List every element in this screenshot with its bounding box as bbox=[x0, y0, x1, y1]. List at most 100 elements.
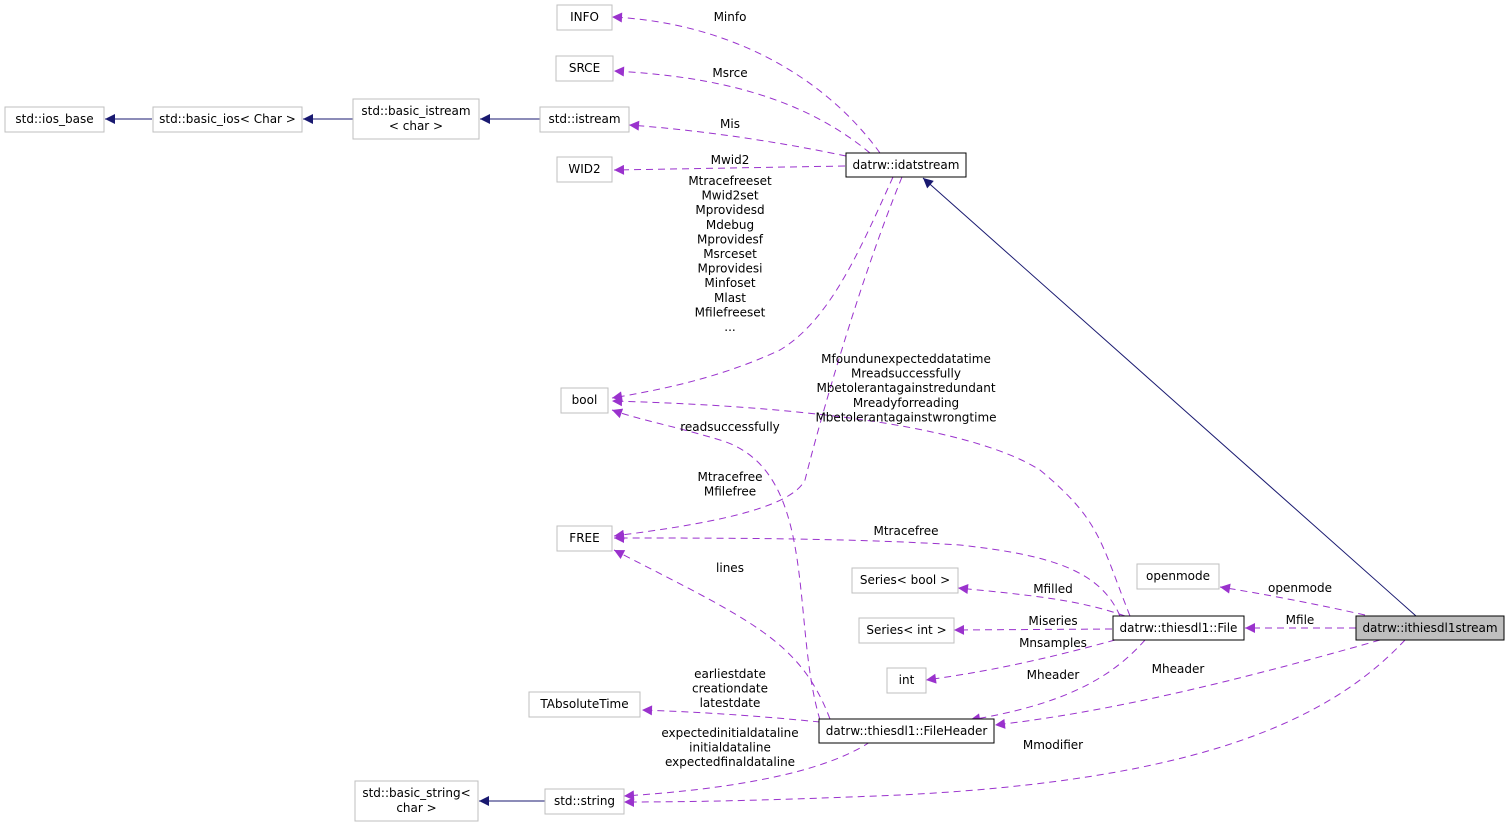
node-std-basic-ios[interactable]: std::basic_ios< Char > bbox=[152, 106, 303, 133]
label-file-bool-line: Mreadsuccessfully bbox=[851, 367, 961, 381]
label-idat-bool-line: Mlast bbox=[714, 291, 746, 305]
node-label: FREE bbox=[569, 531, 599, 545]
label-mtracefree: Mtracefree bbox=[874, 524, 939, 538]
node-std-basic-istream[interactable]: std::basic_istream < char > bbox=[352, 98, 480, 140]
edge-idat-bool bbox=[611, 176, 894, 402]
node-datrw-thiesdl1-fileheader[interactable]: datrw::thiesdl1::FileHeader bbox=[818, 718, 995, 744]
edge-mis bbox=[628, 120, 847, 157]
label-mheader-stream: Mheader bbox=[1152, 662, 1205, 676]
inheritance-edges bbox=[105, 114, 1417, 806]
label-idat-bool-line: Mprovidesd bbox=[695, 203, 764, 217]
edge-datalines bbox=[623, 741, 871, 801]
label-lines: lines bbox=[716, 561, 744, 575]
edge-idat-free bbox=[613, 176, 903, 540]
label-minfo: Minfo bbox=[714, 10, 747, 24]
label-dates-line: creationdate bbox=[692, 682, 768, 696]
node-info[interactable]: INFO bbox=[556, 4, 613, 31]
label-dates-line: earliestdate bbox=[694, 667, 766, 681]
edge-mnsamples bbox=[925, 639, 1116, 684]
node-label: Series< bool > bbox=[860, 573, 950, 587]
label-idat-bool-line: Mwid2set bbox=[701, 189, 758, 203]
label-file-bool-line: Mreadyforreading bbox=[853, 396, 959, 410]
label-datalines-line: expectedinitialdataline bbox=[661, 726, 798, 740]
node-label: datrw::thiesdl1::FileHeader bbox=[826, 724, 988, 738]
node-label-line1: std::basic_string< bbox=[362, 786, 470, 800]
node-label: datrw::idatstream bbox=[853, 158, 960, 172]
nodes: std::ios_base std::basic_ios< Char > std… bbox=[4, 4, 1505, 822]
node-datrw-idatstream[interactable]: datrw::idatstream bbox=[845, 152, 967, 178]
edge-mmodifier bbox=[623, 639, 1406, 807]
label-idat-bool-line: Minfoset bbox=[704, 276, 755, 290]
label-idat-bool-line: Mfilefreeset bbox=[695, 305, 766, 319]
node-std-ios-base[interactable]: std::ios_base bbox=[4, 106, 105, 133]
node-label: bool bbox=[572, 393, 598, 407]
label-idat-bool-line: Mtracefreeset bbox=[688, 174, 772, 188]
node-datrw-ithiesdl1stream[interactable]: datrw::ithiesdl1stream bbox=[1355, 615, 1505, 641]
node-label: TAbsoluteTime bbox=[539, 697, 628, 711]
label-datalines-line: expectedfinaldataline bbox=[665, 755, 795, 769]
node-tabsolutetime[interactable]: TAbsoluteTime bbox=[528, 691, 641, 718]
label-dates-line: latestdate bbox=[700, 696, 761, 710]
node-label: std::basic_ios< Char > bbox=[159, 112, 296, 126]
label-file-bool-line: Mbetolerantagainstwrongtime bbox=[815, 410, 996, 424]
label-readsuccessfully: readsuccessfully bbox=[680, 420, 780, 434]
node-datrw-thiesdl1-file[interactable]: datrw::thiesdl1::File bbox=[1112, 615, 1245, 641]
node-label-line2: < char > bbox=[389, 119, 443, 133]
label-idat-bool-line: ... bbox=[724, 320, 735, 334]
node-label: std::istream bbox=[548, 112, 620, 126]
label-mheader-file: Mheader bbox=[1027, 668, 1080, 682]
edge-file-bool bbox=[611, 396, 1131, 617]
label-mwid2: Mwid2 bbox=[711, 153, 750, 167]
node-std-istream[interactable]: std::istream bbox=[539, 106, 630, 133]
node-label: INFO bbox=[570, 10, 599, 24]
node-label-line2: char > bbox=[396, 801, 436, 815]
edge-mwid2 bbox=[613, 164, 846, 175]
node-label: datrw::thiesdl1::File bbox=[1120, 621, 1238, 635]
node-series-int[interactable]: Series< int > bbox=[858, 617, 955, 644]
label-idat-bool-line: Msrceset bbox=[703, 247, 757, 261]
node-free[interactable]: FREE bbox=[556, 525, 613, 552]
label-idat-free-line: Mfilefree bbox=[704, 485, 756, 499]
label-idat-bool-line: Mprovidesi bbox=[697, 262, 762, 276]
label-openmode: openmode bbox=[1268, 581, 1332, 595]
label-mnsamples: Mnsamples bbox=[1019, 636, 1087, 650]
label-idat-free-line: Mtracefree bbox=[698, 470, 763, 484]
label-miseries: Miseries bbox=[1028, 614, 1077, 628]
edge-mheader-stream bbox=[994, 639, 1381, 729]
label-idat-bool-line: Mprovidesf bbox=[697, 232, 764, 246]
node-std-basic-string[interactable]: std::basic_string< char > bbox=[354, 780, 479, 822]
label-file-bool-line: Mfoundunexpecteddatatime bbox=[821, 352, 991, 366]
edge-file-free bbox=[613, 533, 1121, 617]
label-msrce: Msrce bbox=[712, 66, 747, 80]
node-label: int bbox=[899, 673, 915, 687]
label-idat-bool-line: Mdebug bbox=[706, 218, 754, 232]
label-mfilled: Mfilled bbox=[1033, 582, 1073, 596]
edge-fileheader-free bbox=[613, 549, 831, 720]
node-openmode[interactable]: openmode bbox=[1136, 563, 1220, 590]
node-label: openmode bbox=[1146, 569, 1210, 583]
edge-miseries bbox=[953, 624, 1113, 635]
node-wid2[interactable]: WID2 bbox=[556, 156, 613, 183]
node-label: WID2 bbox=[568, 162, 600, 176]
node-srce[interactable]: SRCE bbox=[555, 55, 614, 82]
node-std-string[interactable]: std::string bbox=[544, 788, 625, 815]
node-label: Series< int > bbox=[866, 623, 946, 637]
node-series-bool[interactable]: Series< bool > bbox=[851, 567, 959, 594]
node-label: SRCE bbox=[569, 61, 600, 75]
edge-minfo bbox=[611, 12, 881, 154]
node-int[interactable]: int bbox=[886, 667, 927, 694]
edge-openmode bbox=[1219, 583, 1366, 616]
edge-fileheader-bool bbox=[611, 408, 821, 721]
member-edges bbox=[611, 12, 1406, 807]
edge-msrce bbox=[613, 66, 871, 154]
label-datalines-line: initialdataline bbox=[689, 741, 771, 755]
label-fileheader-datalines: expectedinitialdatalineinitialdatalineex… bbox=[661, 726, 798, 769]
label-mfile: Mfile bbox=[1286, 613, 1315, 627]
label-file-bool-line: Mbetolerantagainstredundant bbox=[816, 381, 995, 395]
label-mis: Mis bbox=[720, 117, 740, 131]
node-bool[interactable]: bool bbox=[560, 387, 609, 414]
